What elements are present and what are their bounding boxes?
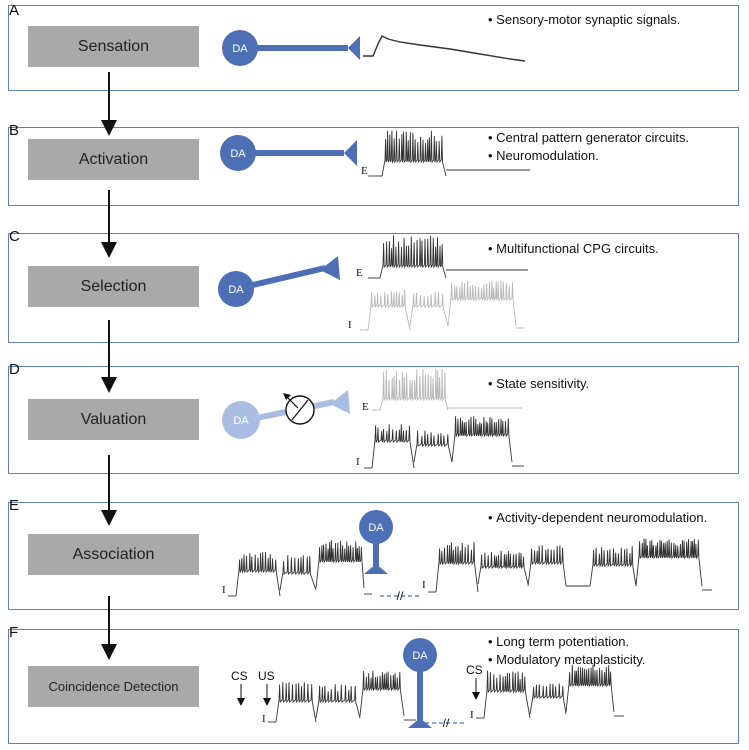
da-label: DA	[228, 284, 244, 296]
stage-coincidence-detection: Coincidence Detection	[28, 666, 199, 707]
stage-association: Association	[28, 534, 199, 575]
bullet-item: Long term potentiation.	[488, 633, 646, 651]
time-break-e: //	[380, 589, 420, 603]
trace-burst-d-i	[364, 416, 524, 469]
trace-label-e: E	[356, 267, 363, 279]
da-neuron-c: DA	[218, 256, 340, 307]
trace-burst-e-2	[428, 538, 712, 593]
bullet-item: Multifunctional CPG circuits.	[488, 240, 659, 258]
stage-valuation: Valuation	[28, 399, 199, 440]
bullets-d: State sensitivity.	[488, 375, 589, 393]
bullet-item: Neuromodulation.	[488, 147, 689, 165]
bullet-item: Central pattern generator circuits.	[488, 129, 689, 147]
trace-label-i: I	[356, 456, 360, 468]
bullets-f: Long term potentiation. Modulatory metap…	[488, 633, 646, 669]
trace-label-i: I	[262, 713, 266, 725]
panel-letter-c: C	[9, 228, 20, 245]
trace-label-i: I	[470, 709, 474, 721]
stage-selection: Selection	[28, 266, 199, 307]
bullets-c: Multifunctional CPG circuits.	[488, 240, 659, 258]
break-mark: //	[397, 589, 404, 603]
trace-burst-c-e	[368, 235, 528, 279]
trace-burst-f-1	[268, 670, 416, 723]
trace-burst-c-i	[360, 280, 524, 331]
time-break-f: //	[425, 716, 466, 730]
bullets-a: Sensory-motor synaptic signals.	[488, 11, 680, 29]
bullet-item: Activity-dependent neuromodulation.	[488, 509, 707, 527]
modulation-dial-icon	[283, 393, 315, 425]
bullet-item: State sensitivity.	[488, 375, 589, 393]
trace-burst-b	[368, 130, 530, 177]
trace-label-e: E	[362, 401, 369, 413]
trace-label-i: I	[422, 579, 426, 591]
panel-letter-f: F	[9, 624, 19, 641]
us-label: US	[258, 669, 275, 683]
da-label: DA	[368, 522, 384, 534]
da-label: DA	[232, 43, 248, 55]
break-mark: //	[443, 716, 450, 730]
panel-letter-d: D	[9, 361, 20, 378]
da-neuron-b: DA	[220, 135, 357, 171]
da-neuron-a: DA	[222, 30, 360, 66]
trace-epsp-a	[363, 35, 526, 62]
panel-letter-b: B	[9, 122, 20, 139]
bullet-item: Sensory-motor synaptic signals.	[488, 11, 680, 29]
panel-letter-e: E	[9, 497, 20, 514]
da-label: DA	[233, 415, 249, 427]
cs-label: CS	[466, 663, 483, 677]
da-label: DA	[412, 650, 428, 662]
bullet-item: Modulatory metaplasticity.	[488, 651, 645, 669]
trace-burst-f-2	[476, 664, 624, 719]
stage-sensation: Sensation	[28, 26, 199, 67]
stage-activation: Activation	[28, 139, 199, 180]
bullets-b: Central pattern generator circuits. Neur…	[488, 129, 689, 165]
trace-burst-e-1	[228, 540, 372, 597]
bullets-e: Activity-dependent neuromodulation.	[488, 509, 707, 527]
da-neuron-f: DA	[403, 638, 437, 728]
da-neuron-e: DA	[359, 510, 393, 574]
trace-label-i: I	[348, 319, 352, 331]
panel-letter-a: A	[9, 2, 20, 19]
cs-label: CS	[231, 669, 248, 683]
trace-label-e: E	[361, 165, 368, 177]
da-label: DA	[230, 148, 246, 160]
trace-label-i: I	[222, 584, 226, 596]
trace-burst-d-e	[372, 368, 522, 411]
